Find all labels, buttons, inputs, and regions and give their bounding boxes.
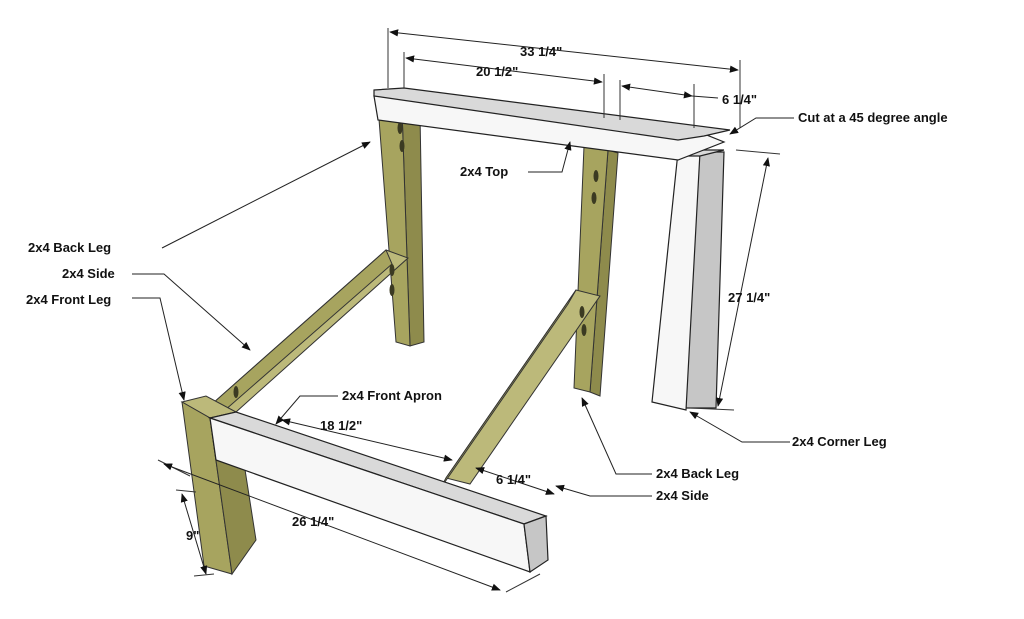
dim-apron-inner: 18 1/2" [320, 418, 362, 433]
dim-base-length: 26 1/4" [292, 514, 334, 529]
back-leg-left [377, 105, 425, 347]
dim-side-depth: 6 1/4" [496, 472, 531, 487]
dim-top-inner: 20 1/2" [476, 64, 518, 79]
dim-corner-leg-height: 27 1/4" [728, 290, 770, 305]
label-side-left: 2x4 Side [62, 266, 115, 281]
top-rail [373, 87, 731, 161]
label-corner-leg: 2x4 Corner Leg [792, 434, 887, 449]
leader-lines [132, 117, 794, 497]
part-labels: 2x4 Back Leg 2x4 Side 2x4 Front Leg 2x4 … [26, 110, 948, 503]
dim-top-overall: 33 1/4" [520, 44, 562, 59]
label-side-right: 2x4 Side [656, 488, 709, 503]
corner-leg [651, 149, 725, 411]
side-rail-right [437, 289, 601, 493]
dim-top-overhang: 6 1/4" [722, 92, 757, 107]
back-leg-right [573, 145, 619, 397]
label-back-leg-left: 2x4 Back Leg [28, 240, 111, 255]
label-top: 2x4 Top [460, 164, 508, 179]
dimension-lines [163, 29, 770, 591]
label-front-leg: 2x4 Front Leg [26, 292, 111, 307]
label-cut-note: Cut at a 45 degree angle [798, 110, 948, 125]
dim-front-leg-height: 9" [186, 528, 199, 543]
label-front-apron: 2x4 Front Apron [342, 388, 442, 403]
dimension-labels: 33 1/4" 20 1/2" 6 1/4" 27 1/4" 18 1/2" 6… [186, 44, 770, 543]
label-back-leg-right: 2x4 Back Leg [656, 466, 739, 481]
